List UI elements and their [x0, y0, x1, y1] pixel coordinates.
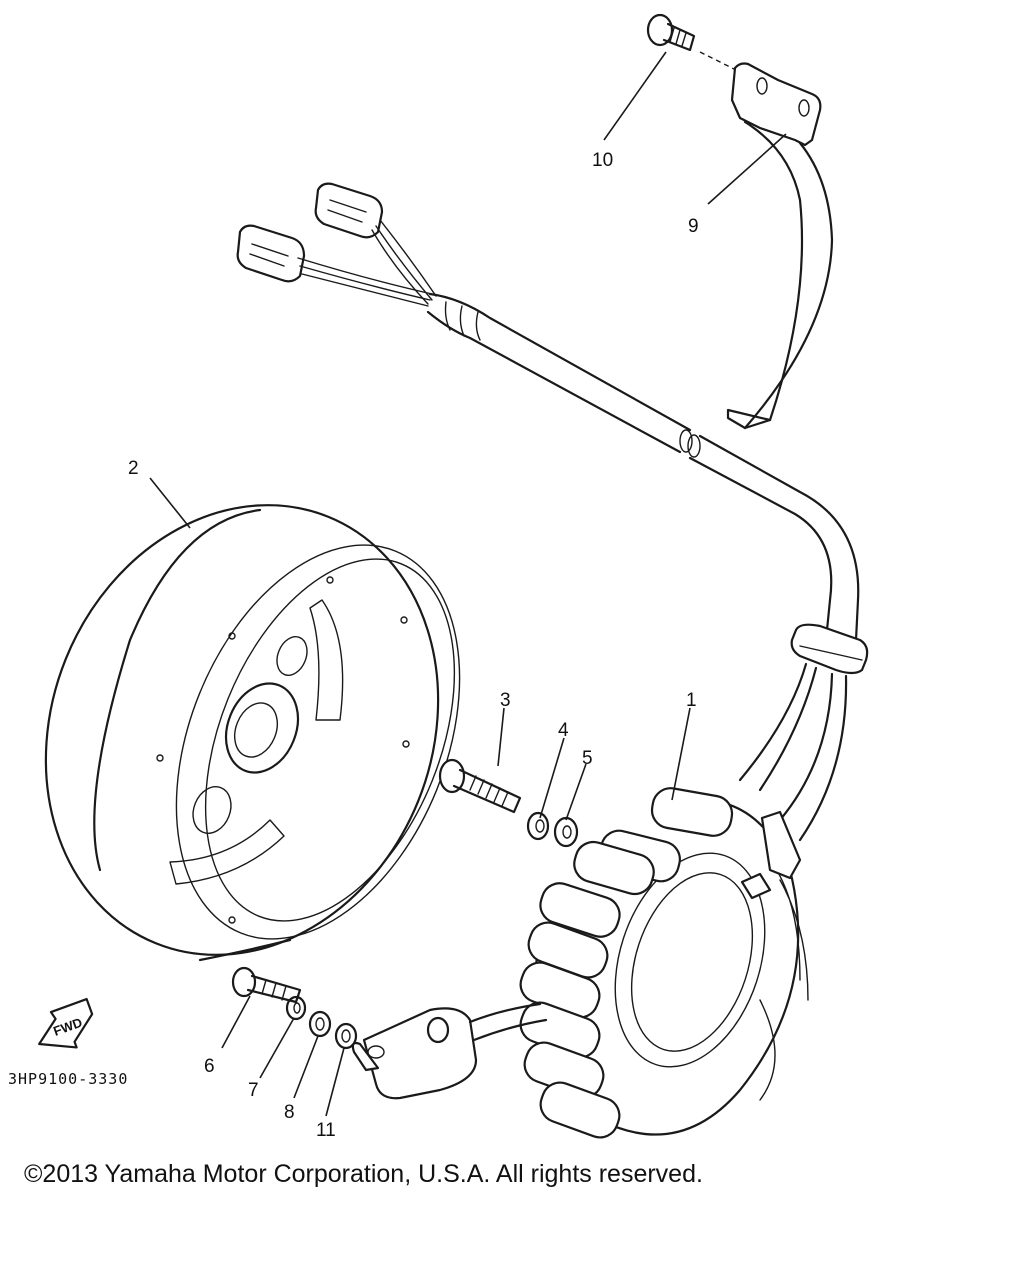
washer-5 [553, 816, 579, 848]
callout-1: 1 [686, 690, 697, 711]
diagram-code: 3HP9100-3330 [8, 1070, 128, 1088]
screw-6 [231, 966, 302, 1004]
washer-7 [285, 995, 307, 1021]
callout-2: 2 [128, 458, 139, 479]
callout-9: 9 [688, 216, 699, 237]
callout-7: 7 [248, 1080, 259, 1101]
stator-1 [519, 787, 809, 1139]
bolt-10 [646, 13, 696, 52]
washer-4 [526, 811, 550, 841]
bolt-3 [438, 758, 522, 814]
callout-4: 4 [558, 720, 569, 741]
callout-8: 8 [284, 1102, 295, 1123]
callout-10: 10 [592, 150, 613, 171]
fwd-arrow-icon: FWD [38, 997, 94, 1049]
wire-harness [236, 182, 869, 842]
washer-11 [334, 1022, 358, 1050]
callout-11: 11 [316, 1120, 336, 1141]
copyright-notice: ©2013 Yamaha Motor Corporation, U.S.A. A… [24, 1160, 703, 1188]
callout-5: 5 [582, 748, 593, 769]
washer-8 [308, 1010, 332, 1038]
pickup-coil [351, 1002, 548, 1100]
callout-6: 6 [204, 1056, 215, 1077]
callout-3: 3 [500, 690, 511, 711]
bracket-9 [726, 62, 834, 430]
rotor-2 [44, 504, 461, 962]
